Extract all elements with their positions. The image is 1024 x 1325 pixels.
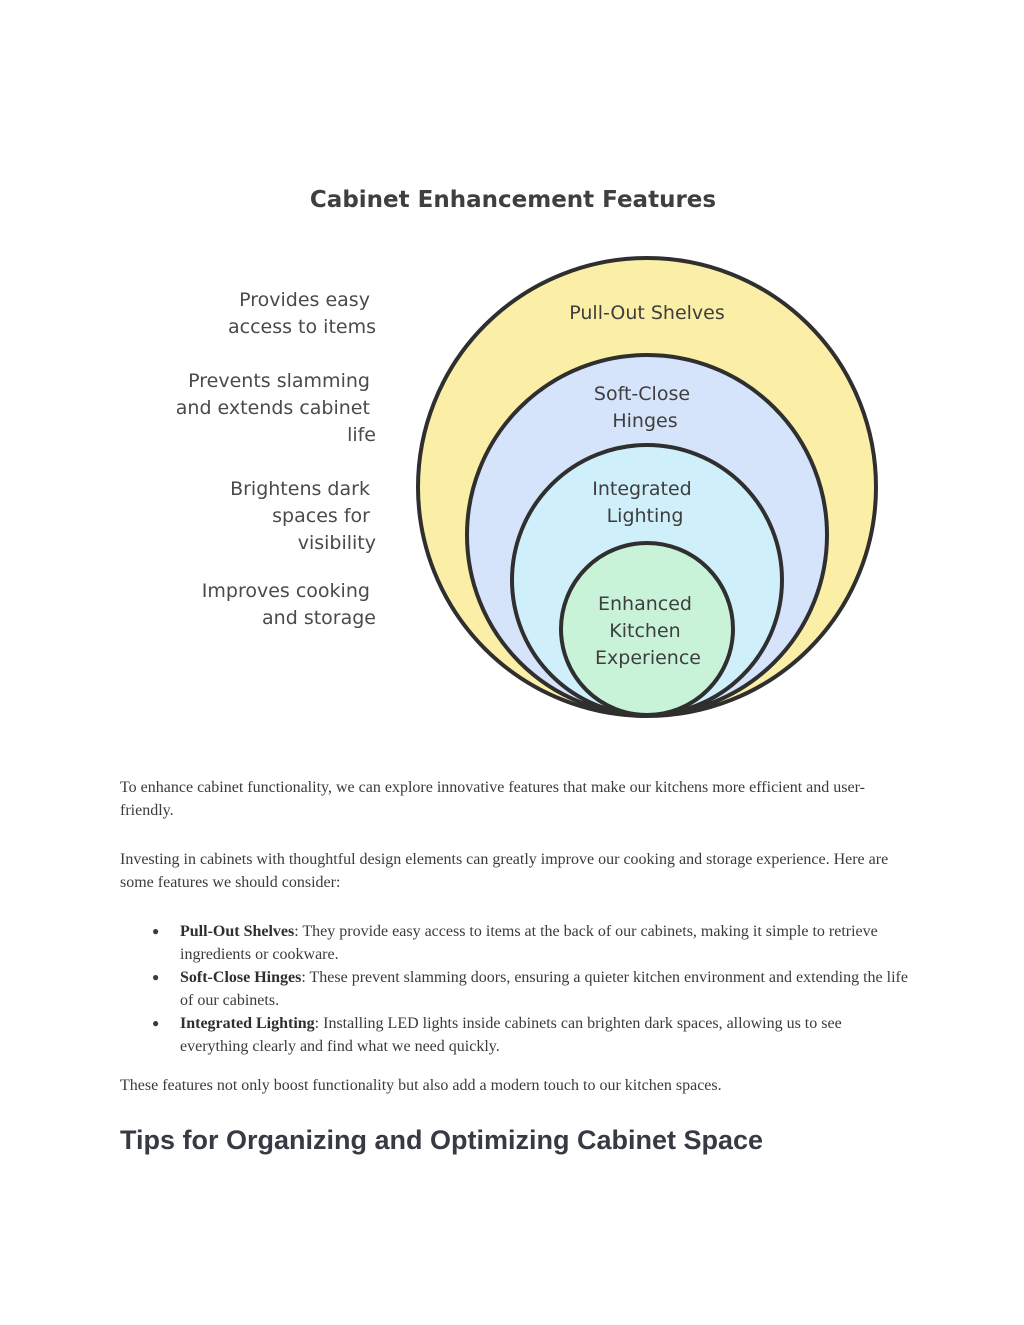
feature-description: : They provide easy access to items at t… (180, 923, 878, 963)
description-enhanced-kitchen-experience: Improves cooking and storage (202, 580, 376, 629)
description-integrated-lighting: Brightens dark spaces for visibility (230, 478, 376, 554)
list-item: ● Pull-Out Shelves: They provide easy ac… (152, 920, 910, 966)
feature-description: : These prevent slamming doors, ensuring… (180, 969, 908, 1009)
article-body: To enhance cabinet functionality, we can… (120, 776, 910, 1157)
ring-label-integrated-lighting: Integrated Lighting (592, 478, 698, 527)
ring-enhanced-kitchen-experience (559, 541, 735, 717)
cabinet-features-diagram: Cabinet Enhancement Features Pull-Out Sh… (140, 170, 900, 750)
feature-name: Integrated Lighting (180, 1015, 315, 1032)
bullet-icon: ● (152, 1016, 160, 1030)
nested-circles-svg: Cabinet Enhancement Features Pull-Out Sh… (176, 187, 878, 718)
feature-description: : Installing LED lights inside cabinets … (180, 1015, 842, 1055)
ring-label-pull-out-shelves: Pull-Out Shelves (569, 302, 725, 324)
ring-label-enhanced-kitchen-experience: Enhanced Kitchen Experience (595, 593, 701, 669)
section-heading: Tips for Organizing and Optimizing Cabin… (120, 1125, 764, 1155)
description-pull-out-shelves: Provides easy access to items (228, 289, 376, 338)
bullet-icon: ● (152, 924, 160, 938)
intro-paragraph-2: Investing in cabinets with thoughtful de… (120, 851, 889, 891)
bullet-icon: ● (152, 970, 160, 984)
feature-name: Pull-Out Shelves (180, 923, 295, 940)
feature-list: ● Pull-Out Shelves: They provide easy ac… (120, 920, 910, 1058)
intro-paragraph-1: To enhance cabinet functionality, we can… (120, 779, 865, 819)
feature-name: Soft-Close Hinges (180, 969, 302, 986)
ring-label-soft-close-hinges: Soft-Close Hinges (594, 383, 696, 432)
description-soft-close-hinges: Prevents slamming and extends cabinet li… (176, 370, 376, 446)
closing-paragraph: These features not only boost functional… (120, 1077, 722, 1094)
list-item: ● Integrated Lighting: Installing LED li… (152, 1012, 910, 1058)
list-item: ● Soft-Close Hinges: These prevent slamm… (152, 966, 910, 1012)
diagram-title: Cabinet Enhancement Features (310, 187, 716, 213)
